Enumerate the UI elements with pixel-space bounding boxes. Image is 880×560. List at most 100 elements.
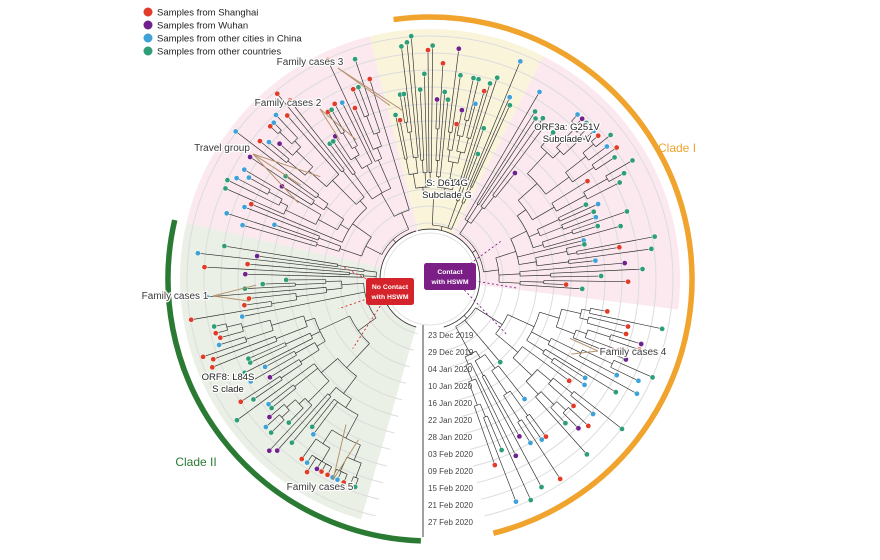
sample-tip <box>491 462 498 468</box>
annotation-family-cases-4: Family cases 4 <box>600 347 667 358</box>
sample-tip <box>340 479 347 486</box>
sample-tip <box>398 43 405 50</box>
sample-tip <box>536 89 543 95</box>
no-contact-box-rect <box>366 278 414 305</box>
sample-tip <box>659 325 665 332</box>
sample-tip <box>575 425 582 432</box>
sample-tip <box>532 108 538 115</box>
sample-tip <box>304 459 310 466</box>
sample-tip <box>434 96 440 103</box>
label-clade-1: Clade I <box>658 141 696 155</box>
date-label: 16 Jan 2020 <box>428 399 473 408</box>
sample-tip <box>590 208 597 215</box>
sample-tip <box>247 154 253 160</box>
sample-tip <box>216 342 222 348</box>
sample-tip <box>330 138 337 145</box>
sample-tip <box>234 417 240 424</box>
sample-tip <box>583 201 589 208</box>
sample-tip <box>247 378 254 385</box>
label-subclade-g-line2: Subclade G <box>422 190 472 201</box>
sample-tip <box>557 476 564 482</box>
sample-tip <box>507 102 513 109</box>
sample-tip <box>516 433 523 440</box>
sample-tip <box>328 106 335 113</box>
legend: Samples from Shanghai Samples from Wuhan… <box>143 7 302 58</box>
annotation-leader-lines <box>212 67 599 481</box>
sample-tip <box>241 302 248 309</box>
sample-tip <box>318 468 325 475</box>
legend-dot-shanghai-icon <box>143 7 153 17</box>
sample-tip <box>241 166 248 173</box>
sample-tip <box>638 341 645 347</box>
sample-tip <box>566 377 573 384</box>
sample-tip <box>268 429 274 436</box>
sample-tip <box>209 364 216 371</box>
date-label: 10 Jan 2020 <box>428 382 473 391</box>
sample-tip <box>506 94 513 101</box>
sample-tip <box>475 76 482 83</box>
annotation-family-cases-1: Family cases 1 <box>142 291 209 302</box>
sample-tip <box>453 121 460 127</box>
sample-tip <box>324 57 331 63</box>
label-subclade-g-line1: S: D614G <box>426 178 468 189</box>
sample-tip <box>408 33 415 39</box>
sample-tip <box>274 90 281 97</box>
tree-branches <box>191 36 663 502</box>
sample-tip <box>625 323 631 330</box>
date-label: 03 Feb 2020 <box>428 450 473 459</box>
sample-tip <box>283 277 289 283</box>
label-subclade-v-line1: ORF3a: G251V <box>534 122 600 133</box>
date-label: 15 Feb 2020 <box>428 484 473 493</box>
sample-tip <box>590 411 596 417</box>
sample-tip <box>543 433 549 440</box>
sample-tip <box>623 331 629 337</box>
sample-tip <box>648 246 655 252</box>
sample-tip <box>595 201 601 207</box>
sample-tip <box>591 127 597 134</box>
sample-tip <box>267 123 274 130</box>
sample-tip <box>263 424 269 430</box>
date-label: 28 Jan 2020 <box>428 433 473 442</box>
sample-tip <box>266 447 273 454</box>
sample-tip <box>487 80 493 87</box>
legend-label-shanghai: Samples from Shanghai <box>157 8 258 19</box>
sample-tip <box>401 91 407 97</box>
sample-tip <box>472 100 479 107</box>
sample-tip <box>584 451 590 458</box>
sample-tip <box>598 273 604 279</box>
sample-tip <box>538 484 545 490</box>
date-label: 23 Dec 2019 <box>428 331 474 340</box>
legend-label-other-countries: Samples from other countries <box>157 47 281 58</box>
sample-tip <box>273 112 279 118</box>
sample-tip <box>276 140 283 147</box>
sample-tip <box>595 132 602 139</box>
sample-tip <box>217 334 224 341</box>
sample-tip <box>563 281 569 288</box>
sample-tip <box>619 426 625 432</box>
label-s-clade-line2: S clade <box>212 384 244 395</box>
date-label: 09 Feb 2020 <box>428 467 473 476</box>
annotation-travel-group: Travel group <box>194 143 250 154</box>
sample-tip <box>274 447 281 454</box>
sample-tip <box>339 99 346 106</box>
sample-tip <box>366 76 373 82</box>
no-contact-hswm-box: No Contact with HSWM <box>366 278 414 305</box>
legend-dot-wuhan-icon <box>143 20 153 30</box>
sample-tip <box>352 484 359 490</box>
sample-tip <box>649 374 656 381</box>
sample-tip <box>259 281 266 287</box>
sample-tip <box>314 466 320 472</box>
sample-tip <box>241 204 248 210</box>
no-contact-box-line1: No Contact <box>372 284 409 291</box>
sample-tip <box>623 356 629 363</box>
sample-tip <box>246 295 252 302</box>
sample-tip <box>481 88 488 94</box>
sample-tip <box>625 278 631 285</box>
labels-layer: Family cases 3 Family cases 2 Travel gro… <box>140 56 696 495</box>
sample-tip <box>239 313 246 320</box>
sample-tip <box>585 423 592 429</box>
sample-tip <box>616 244 623 251</box>
sample-tip <box>497 359 504 365</box>
sample-tip <box>265 401 272 408</box>
